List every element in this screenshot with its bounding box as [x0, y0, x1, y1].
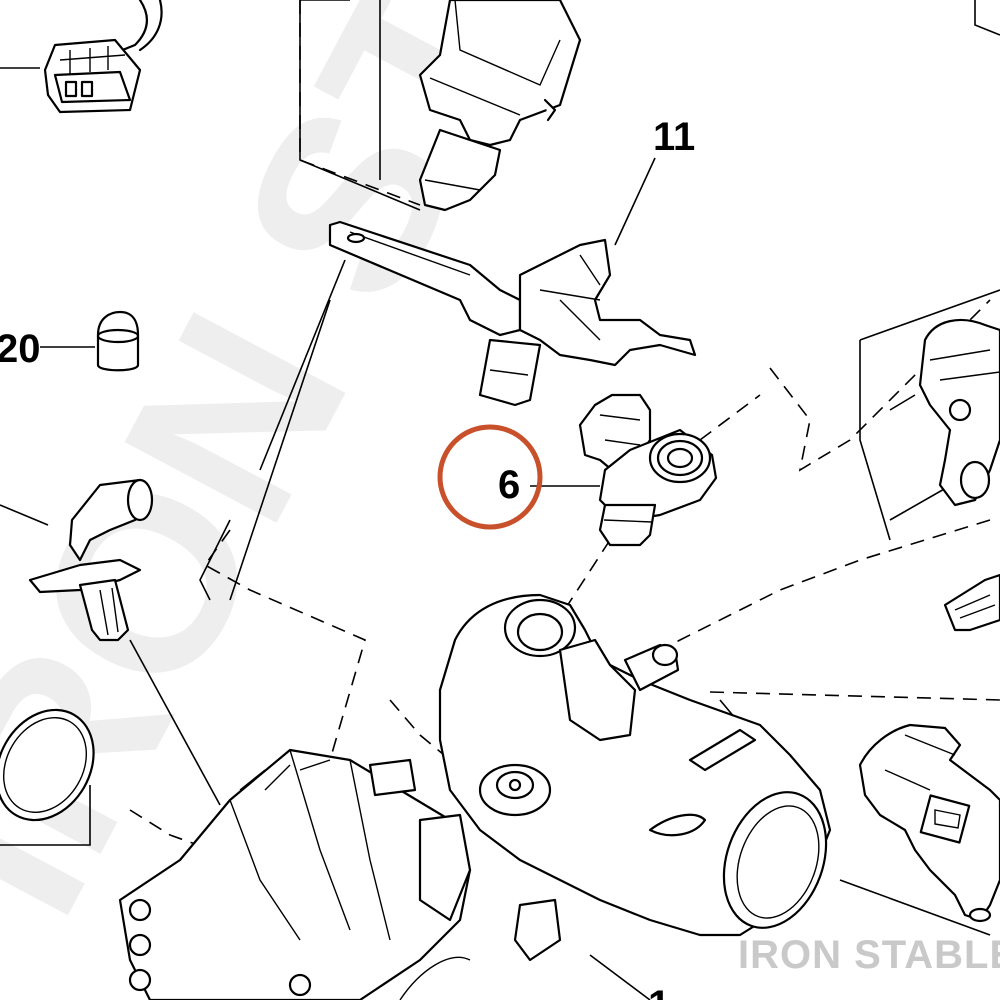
callout-11-label: 11 — [653, 115, 695, 159]
o-ring-part — [0, 708, 95, 822]
fuel-injector-part — [578, 393, 718, 547]
sensor-body-part — [418, 0, 582, 212]
cap-part — [96, 310, 140, 372]
callout-20-label: 20 — [0, 327, 41, 371]
map-sensor-part — [858, 723, 1000, 923]
bracket-sensor-part — [328, 220, 697, 407]
callout-6: 6 — [437, 424, 543, 530]
callout-11: 11 — [653, 115, 695, 159]
svg-text:1: 1 — [648, 983, 670, 1000]
right-sensor-part — [918, 318, 1000, 507]
callout-partial-bottom: 1 — [648, 983, 670, 1000]
throttle-body-part — [118, 593, 832, 1000]
corner-watermark-text: IRON STABLE — [738, 933, 1000, 977]
crank-sensor-part — [28, 478, 154, 642]
callout-6-label: 6 — [498, 463, 520, 507]
clip-part — [943, 573, 1000, 632]
callout-20: 20 — [0, 327, 41, 371]
wiring-connector-part — [43, 0, 163, 114]
callout-6-highlight-circle — [437, 424, 543, 530]
